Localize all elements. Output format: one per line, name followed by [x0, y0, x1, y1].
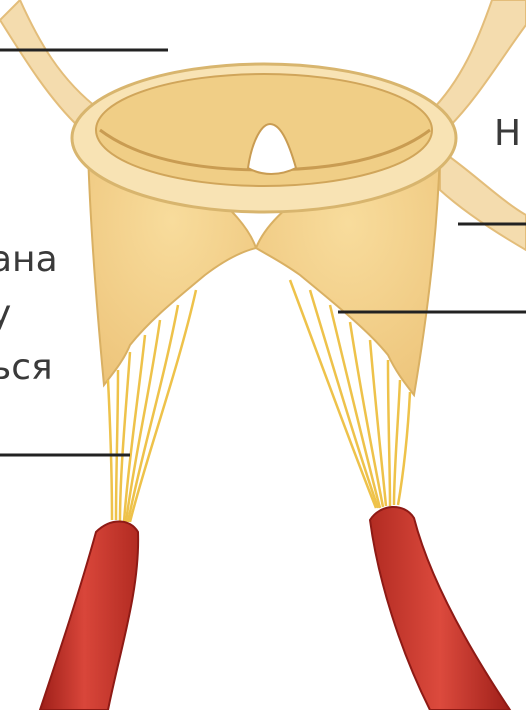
left-vessel-wall: [0, 0, 100, 128]
label-left-line-2: у: [0, 294, 11, 334]
left-papillary-muscle: [40, 522, 138, 710]
right-vessel-wall: [430, 0, 526, 128]
label-right-fragment: Н: [494, 114, 521, 154]
right-lower-vessel: [440, 150, 526, 250]
label-left-line-3: ься: [0, 348, 53, 388]
label-left-line-1: ана: [0, 240, 58, 280]
right-papillary-muscle: [370, 507, 510, 710]
